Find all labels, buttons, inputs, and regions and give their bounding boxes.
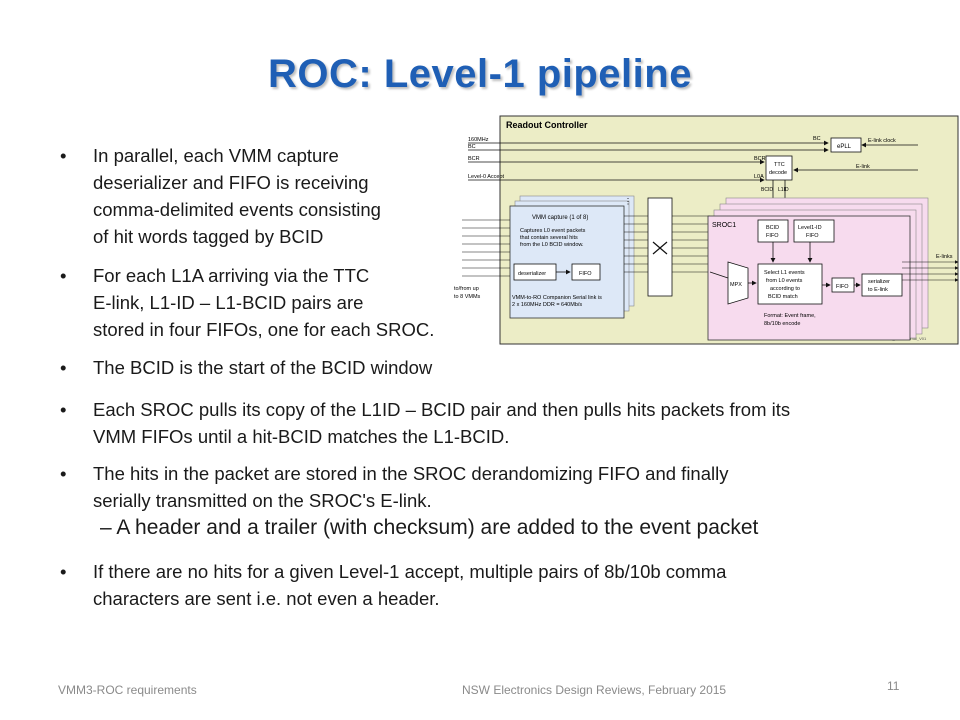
elink-label: E-link (856, 164, 870, 170)
vmm-capture-block (509, 205, 625, 319)
epll-block (830, 137, 862, 153)
bullet-line: stored in four FIFOs, one for each SROC. (93, 319, 435, 340)
bullet-line: If there are no hits for a given Level-1… (93, 561, 727, 582)
bullet-line: E-link, L1-ID – L1-BCID pairs are (93, 292, 364, 313)
bullet-line: For each L1A arriving via the TTC (93, 265, 370, 286)
bullet-line: of hit words tagged by BCID (93, 226, 324, 247)
signal-160mhz: 160MHz (468, 137, 489, 143)
crossbar-x-icon (652, 241, 668, 255)
bullet-line: serially transmitted on the SROC's E-lin… (93, 490, 432, 511)
serializer-label: serializer (868, 279, 890, 285)
signal-level0-accept: Level-0 Accept (468, 174, 505, 180)
sub-bullet-header-trailer: – A header and a trailer (with checksum)… (100, 516, 759, 539)
bcid-label: BCID (761, 187, 773, 193)
bullet-dot: • (60, 145, 67, 166)
serializer-label: to E-link (868, 287, 888, 293)
footer-left: VMM3-ROC requirements (58, 683, 197, 697)
bullet-line: characters are sent i.e. not even a head… (93, 588, 440, 609)
vmm-capture-title: VMM capture (1 of 8) (532, 215, 588, 221)
elink-clock-label: E-link clock (868, 138, 896, 144)
bullet-line: deserializer and FIFO is receiving (93, 172, 369, 193)
vmm-fifo-block (571, 263, 601, 281)
label-bc: BC (813, 136, 821, 142)
sroc-label: SROC1 (712, 222, 736, 229)
format-line: 8b/10b encode (764, 321, 800, 327)
bullet-line: The BCID is the start of the BCID window (93, 357, 433, 378)
decode-label: decode (769, 170, 787, 176)
vmm-desc-line: that contain several hits (520, 235, 578, 241)
signal-bcr: BCR (468, 156, 480, 162)
bullet-line: The hits in the packet are stored in the… (93, 463, 729, 484)
elinks-label: E-links (936, 254, 953, 260)
select-line: Select L1 events (764, 270, 805, 276)
label-bcr: BCR (754, 156, 766, 162)
ttc-decode-block (765, 155, 793, 181)
vmm-link-line: 2 x 160MHz DDR = 640Mb/s (512, 302, 582, 308)
bullet-dot: • (60, 399, 67, 420)
vmm-fifo-label: FIFO (579, 271, 592, 277)
select-line: BCID match (768, 294, 798, 300)
bullet-line: In parallel, each VMM capture (93, 145, 339, 166)
serializer-block (861, 273, 903, 297)
vmm-desc-line: from the L0 BCID window. (520, 242, 584, 248)
bullet-dot: • (60, 463, 67, 484)
to-from-line: to 8 VMMs (454, 294, 481, 300)
vmm-desc-line: Captures L0 event packets (520, 228, 586, 234)
epll-label: ePLL (837, 144, 852, 150)
select-line: from L0 events (766, 278, 803, 284)
format-line: Format: Event frame, (764, 313, 816, 319)
sroc-fifo-label: FIFO (836, 284, 849, 290)
select-l1-block (757, 263, 823, 305)
page-number: 11 (887, 679, 900, 693)
stack-dots: ⋮ (624, 197, 632, 206)
level1-fifo-block (793, 219, 835, 243)
bullet-dot: • (60, 265, 67, 286)
crossbar-switch (647, 197, 673, 297)
diagram-title: Readout Controller (506, 120, 588, 130)
deserializer-label: deserializer (518, 271, 546, 277)
mpx-block (727, 261, 749, 305)
signal-bc: BC (468, 144, 476, 150)
bcid-fifo-label: BCID (766, 225, 779, 231)
to-from-line: to/from up (454, 286, 479, 292)
bullet-dot: • (60, 357, 67, 378)
footer-center: NSW Electronics Design Reviews, February… (462, 683, 727, 697)
l1id-label: L1ID (778, 187, 789, 193)
select-line: according to (770, 286, 800, 292)
ttc-label: TTC (774, 162, 785, 168)
level1-fifo-label: Level1-ID (798, 225, 822, 231)
bullet-line: Each SROC pulls its copy of the L1ID – B… (93, 399, 791, 420)
readout-controller-diagram: Readout Controller LL_ROCInternal_V01 16… (454, 115, 959, 345)
bcid-fifo-label: FIFO (766, 233, 779, 239)
slide-title: ROC: Level-1 pipeline (268, 52, 692, 96)
level1-fifo-label: FIFO (806, 233, 819, 239)
bullet-line: comma-delimited events consisting (93, 199, 381, 220)
label-l0a: L0A (754, 174, 764, 180)
mpx-label: MPX (730, 282, 742, 288)
bullet-dot: • (60, 561, 67, 582)
vmm-link-line: VMM-to-RO Companion Serial link is (512, 295, 602, 301)
bullet-line: VMM FIFOs until a hit-BCID matches the L… (93, 426, 510, 447)
